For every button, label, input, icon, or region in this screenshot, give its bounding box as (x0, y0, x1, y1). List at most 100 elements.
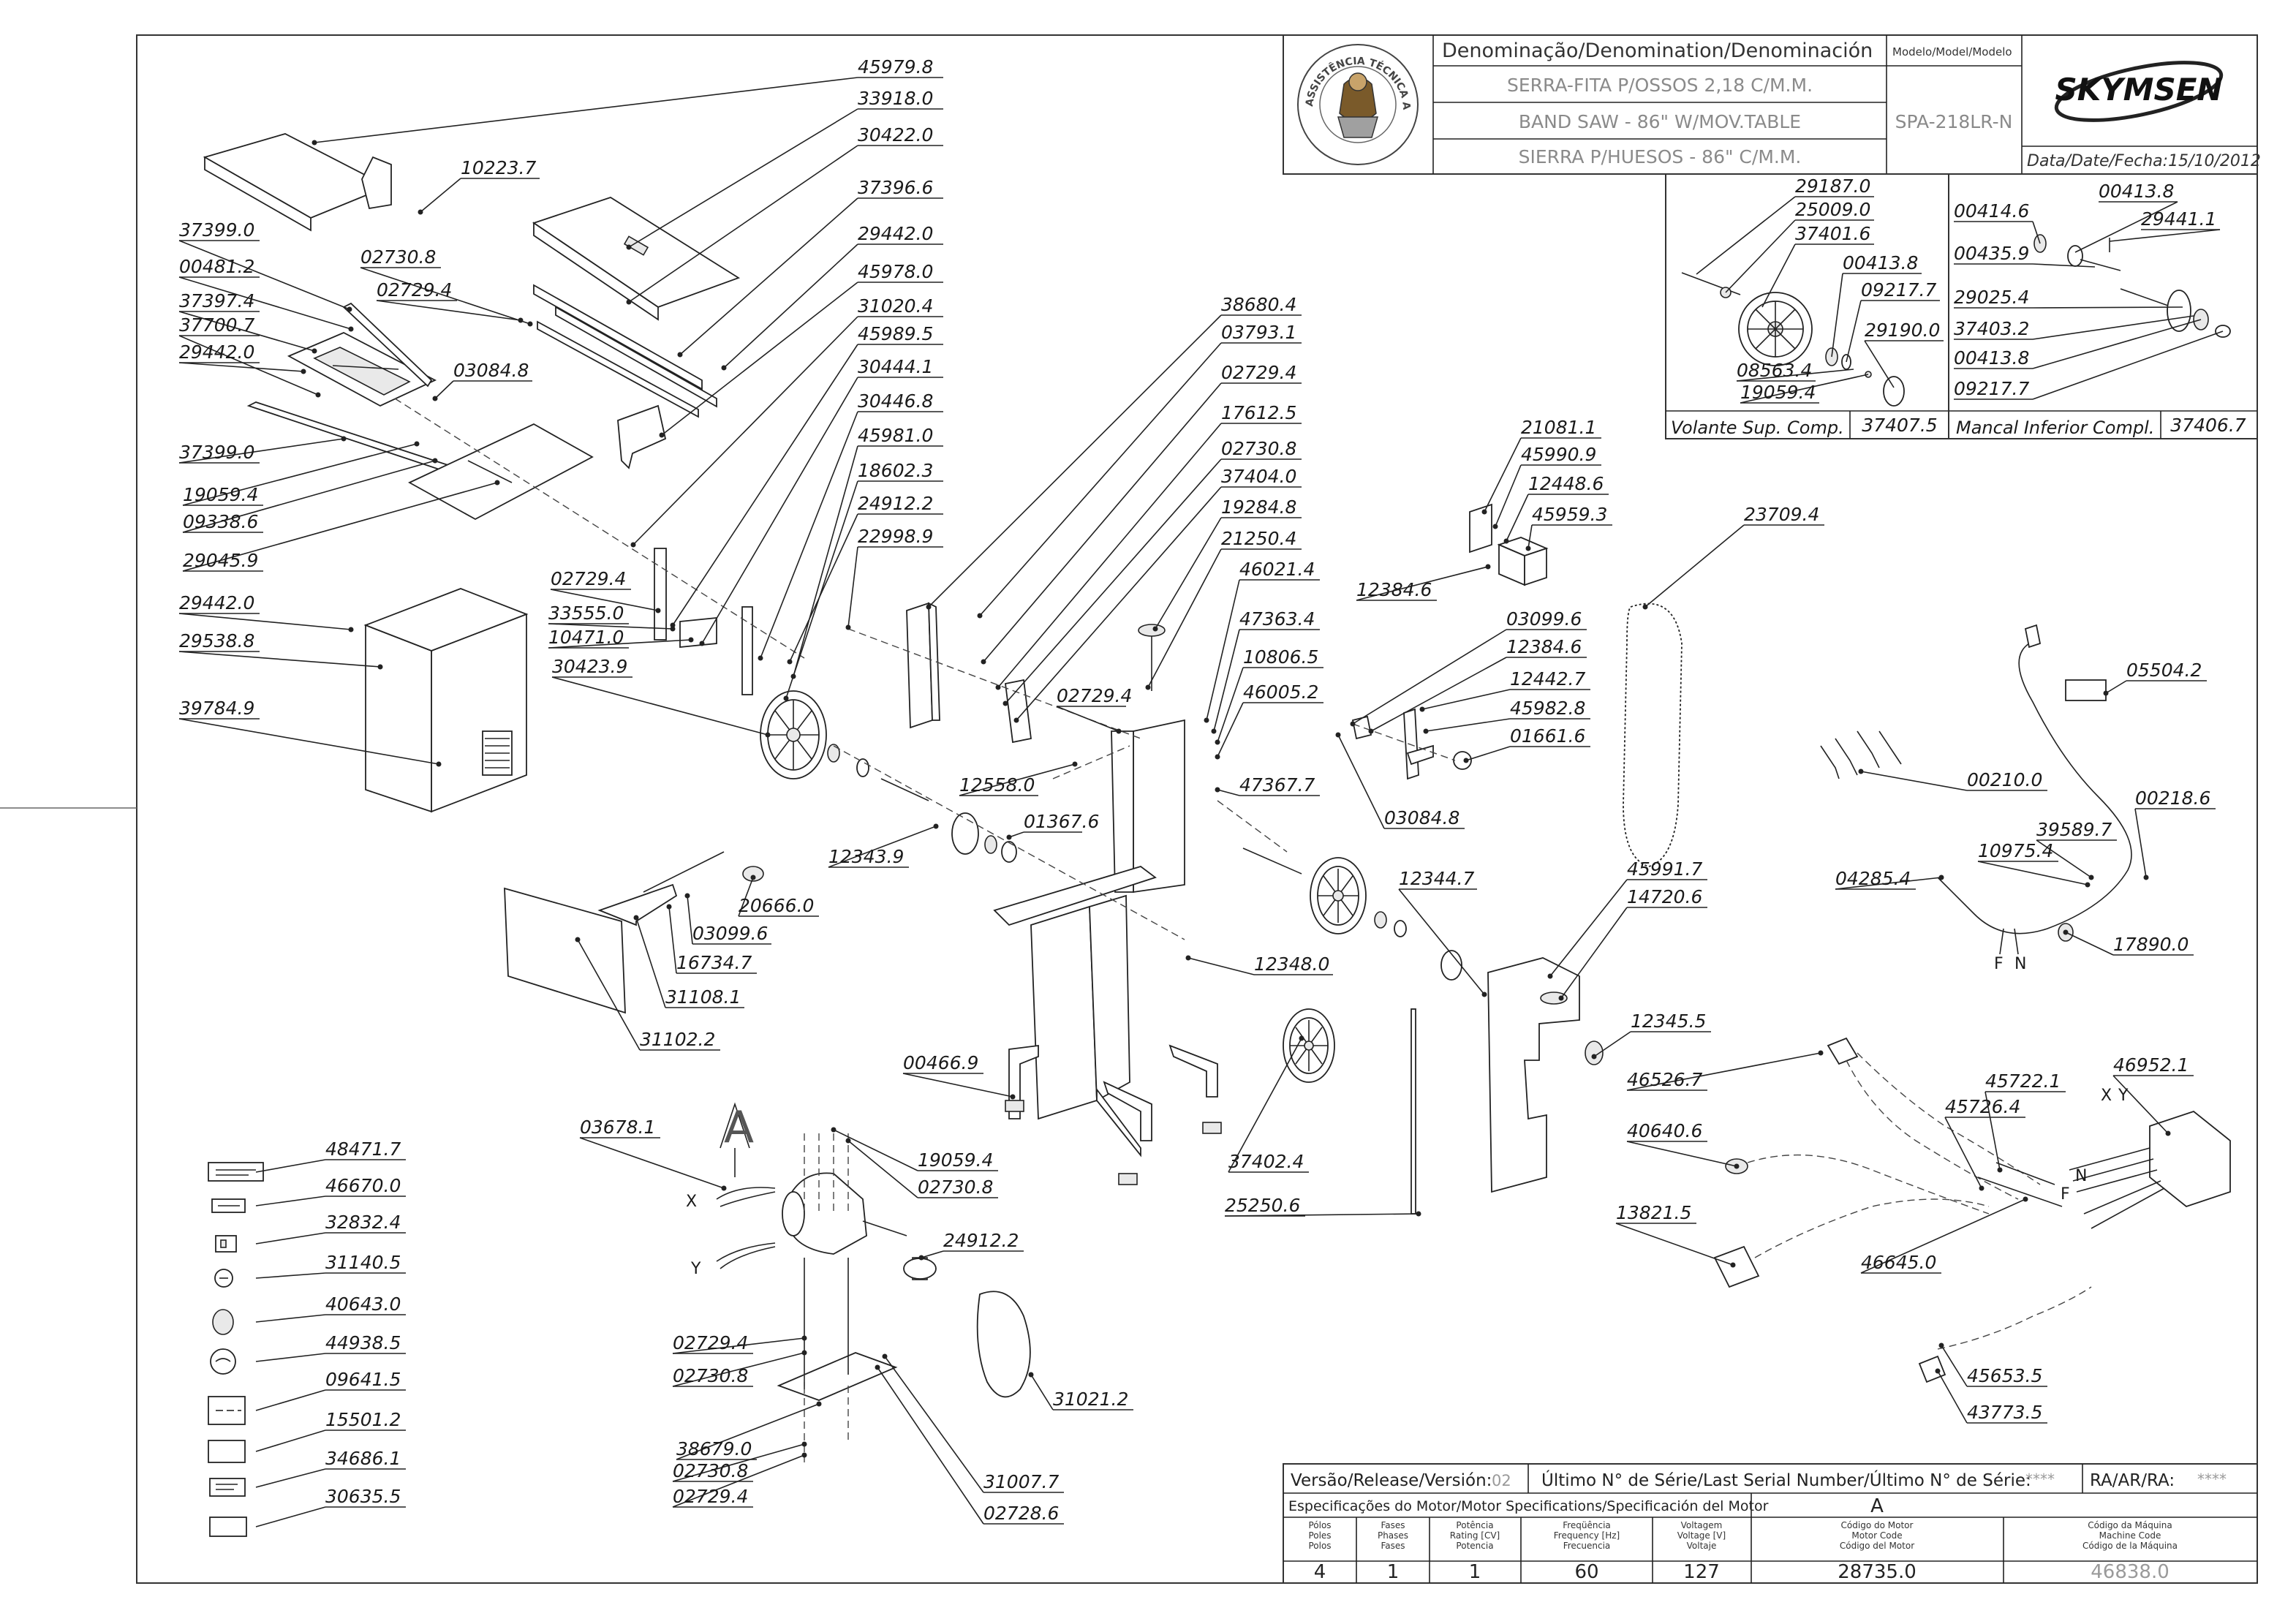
spec-value: 127 (1683, 1561, 1720, 1583)
part-number: 47363.4 (1239, 608, 1315, 630)
callout-46526.7: 46526.7 (1626, 1050, 1824, 1091)
inset-lower-part: 00414.6 (1954, 200, 2041, 244)
callout-anchor-dot (2103, 690, 2109, 696)
part-number: 00413.8 (1954, 347, 2029, 369)
part-number: 37396.6 (858, 177, 933, 198)
callout-leader (1224, 1213, 1419, 1217)
callout-30446.8: 30446.8 (758, 390, 943, 661)
callout-anchor-dot (699, 641, 705, 646)
part-number: 46021.4 (1239, 559, 1315, 580)
part-number: 31021.2 (1053, 1389, 1128, 1410)
callout-37402.4: 37402.4 (1228, 1035, 1309, 1173)
callout-12384.6: 12384.6 (1356, 564, 1491, 601)
spec-header: Potencia (1456, 1541, 1493, 1551)
caution-sticker-icon (209, 1478, 246, 1497)
callout-12345.5: 12345.5 (1591, 1011, 1711, 1060)
callout-anchor-dot (801, 1350, 807, 1356)
callout-anchor-dot (626, 299, 632, 305)
callout-leader (2112, 1075, 2169, 1134)
callout-anchor-dot (1463, 758, 1469, 763)
callout-anchor-dot (882, 1353, 888, 1359)
part-number: 29045.9 (183, 550, 258, 571)
callout-leader (1398, 888, 1485, 995)
callout-leader (1056, 706, 1119, 732)
callout-anchor-dot (1299, 1035, 1304, 1041)
part-number: 00413.8 (2099, 181, 2174, 202)
sticker-label-44938.5: 44938.5 (255, 1332, 406, 1362)
callout-30422.0: 30422.0 (626, 124, 943, 305)
callout-47363.4: 47363.4 (1211, 608, 1320, 734)
callout-19284.8: 19284.8 (1152, 496, 1302, 632)
part-number: 02729.4 (1221, 362, 1296, 383)
callout-leader (902, 1073, 1013, 1098)
part-number: 03084.8 (453, 360, 529, 381)
part-number: 12384.6 (1356, 579, 1432, 600)
callout-anchor-dot (348, 326, 354, 332)
callout-leader (1005, 458, 1222, 704)
callout-29045.9: 29045.9 (182, 480, 500, 572)
callout-anchor-dot (688, 637, 694, 643)
lower-bearing-code: 37406.7 (2170, 415, 2246, 436)
date-label: Data/Date/Fecha:15/10/2012 (2027, 152, 2261, 170)
callout-37399.0: 37399.0 (178, 219, 352, 312)
callout-anchor-dot (684, 893, 690, 899)
callout-anchor-dot (1368, 728, 1374, 734)
callout-leader (793, 445, 858, 677)
part-number: 12343.9 (828, 846, 904, 867)
callout-leader (921, 1250, 944, 1258)
callout-leader (997, 423, 1222, 688)
callout-17612.5: 17612.5 (995, 402, 1302, 690)
callout-anchor-dot (977, 613, 983, 619)
callout-anchor-dot (787, 659, 793, 665)
name-en: BAND SAW - 86" W/MOV.TABLE (1519, 111, 1801, 132)
callout-12348.0: 12348.0 (1185, 953, 1333, 975)
callout-29538.8: 29538.8 (178, 630, 383, 670)
callout-leader (760, 411, 858, 659)
callout-leader (632, 316, 858, 545)
spec-value: 1 (1387, 1561, 1400, 1583)
callout-layer: 45979.833918.030422.037396.629442.045978… (178, 56, 2224, 1525)
part-number: 29187.0 (1795, 175, 1870, 197)
part-number: 00435.9 (1954, 243, 2029, 264)
callout-leader (1016, 486, 1222, 721)
callout-anchor-dot (670, 622, 676, 628)
callout-leader (884, 1356, 984, 1493)
part-number: 10223.7 (461, 157, 536, 178)
part-number: 45978.0 (858, 261, 933, 282)
spec-table: Versão/Release/Versión: 02 Último N° de … (1283, 1463, 2258, 1584)
callout-leader (701, 377, 858, 644)
callout-leader (178, 240, 350, 310)
callout-02729.4: 02729.4 (1056, 685, 1132, 734)
callout-45653.5: 45653.5 (1938, 1342, 2047, 1387)
callout-02730.8: 02730.8 (672, 1350, 807, 1387)
part-number: 45991.7 (1627, 858, 1702, 880)
callout-anchor-dot (845, 624, 851, 630)
callout-38679.0: 38679.0 (676, 1401, 822, 1460)
callout-leader (2036, 839, 2092, 878)
part-number: 46645.0 (1861, 1252, 1936, 1273)
part-number: 45990.9 (1521, 444, 1596, 465)
callout-leader (1626, 1141, 1737, 1167)
callout-anchor-dot (494, 480, 500, 486)
inset-lower-part: 29441.1 (2109, 208, 2221, 242)
callout-anchor-dot (630, 542, 636, 548)
callout-23709.4: 23709.4 (1642, 504, 1824, 610)
callout-anchor-dot (1215, 739, 1220, 745)
sticker-icons (208, 1162, 264, 1537)
part-number: 10806.5 (1243, 646, 1318, 668)
callout-leader (738, 877, 754, 917)
callout-anchor-dot (1423, 728, 1429, 734)
callout-leader (1527, 524, 1533, 549)
callout-leader (1944, 1117, 1982, 1189)
callout-14720.6: 14720.6 (1558, 886, 1707, 1001)
callout-37404.0: 37404.0 (1013, 466, 1302, 723)
inset-lower-part: 00413.8 (2074, 181, 2178, 253)
spec-header: Poles (1308, 1530, 1331, 1541)
sticker-label-30635.5: 30635.5 (255, 1486, 406, 1527)
callout-anchor-dot (1642, 604, 1648, 610)
callout-12448.6: 12448.6 (1503, 473, 1609, 544)
callout-03793.1: 03793.1 (977, 322, 1302, 619)
callout-anchor-dot (1492, 524, 1498, 529)
callout-leader (1549, 879, 1628, 977)
part-number: 21081.1 (1521, 417, 1596, 438)
